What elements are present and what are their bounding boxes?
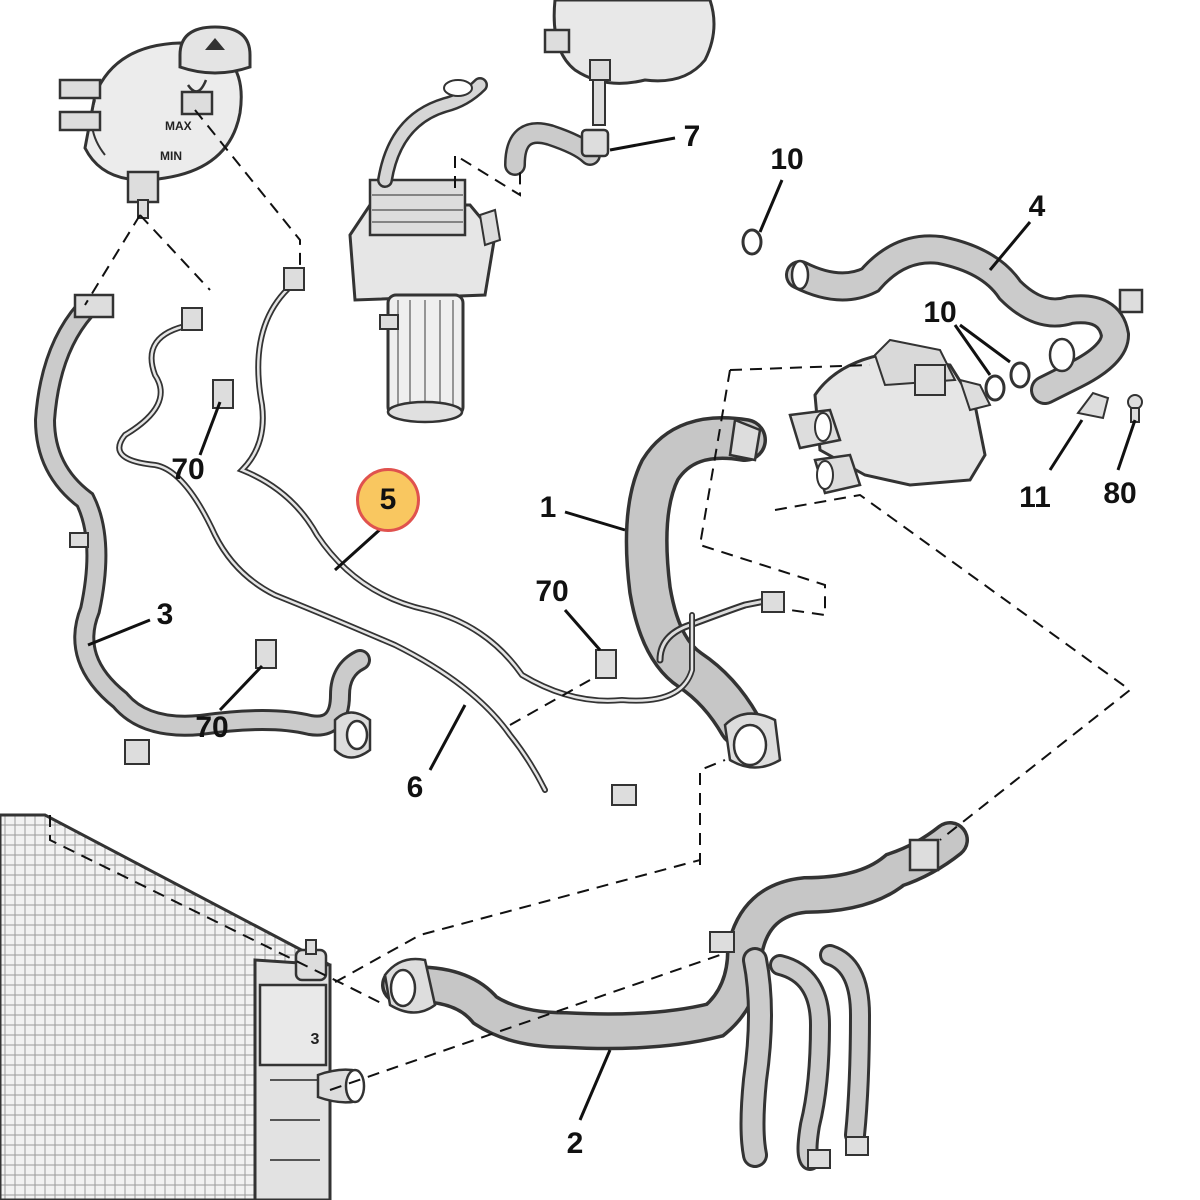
callout-70-left: 70 (195, 711, 229, 744)
callout-7: 7 (683, 120, 701, 153)
hose-7 (504, 122, 610, 176)
expansion-reservoir (58, 25, 252, 219)
bracket-11 (1076, 391, 1110, 420)
o-rings (741, 228, 1031, 402)
callout-10-top: 10 (770, 143, 804, 176)
hose-1 (624, 416, 782, 769)
engine-housing (543, 0, 716, 126)
callout-5-highlighted[interactable]: 5 (356, 468, 420, 532)
callout-10-right: 10 (923, 296, 957, 329)
callout-2: 2 (566, 1127, 584, 1160)
callout-6: 6 (406, 771, 424, 804)
oil-cooler-filter (348, 77, 502, 424)
radiator-side-label: 3 (310, 1031, 320, 1048)
callout-80: 80 (1103, 477, 1137, 510)
hose-3 (33, 293, 372, 765)
callout-70-right: 70 (535, 575, 569, 608)
clip-70 (212, 379, 617, 679)
leader-lines (87, 136, 1137, 1121)
reservoir-max-label: MAX (165, 119, 192, 133)
hose-2 (381, 821, 969, 1171)
callout-70-top: 70 (171, 453, 205, 486)
hose-4 (785, 234, 1144, 405)
callout-11: 11 (1019, 481, 1051, 514)
callout-3: 3 (156, 598, 174, 631)
dashed-assembly-lines (49, 109, 1132, 1091)
callout-1: 1 (539, 491, 557, 524)
pipe-6 (116, 307, 637, 806)
thermostat-housing (788, 338, 992, 495)
callout-4: 4 (1028, 190, 1046, 223)
bolt-80 (1127, 394, 1143, 423)
reservoir-min-label: MIN (160, 149, 182, 163)
pipe-5 (236, 267, 695, 704)
radiator (0, 813, 366, 1200)
